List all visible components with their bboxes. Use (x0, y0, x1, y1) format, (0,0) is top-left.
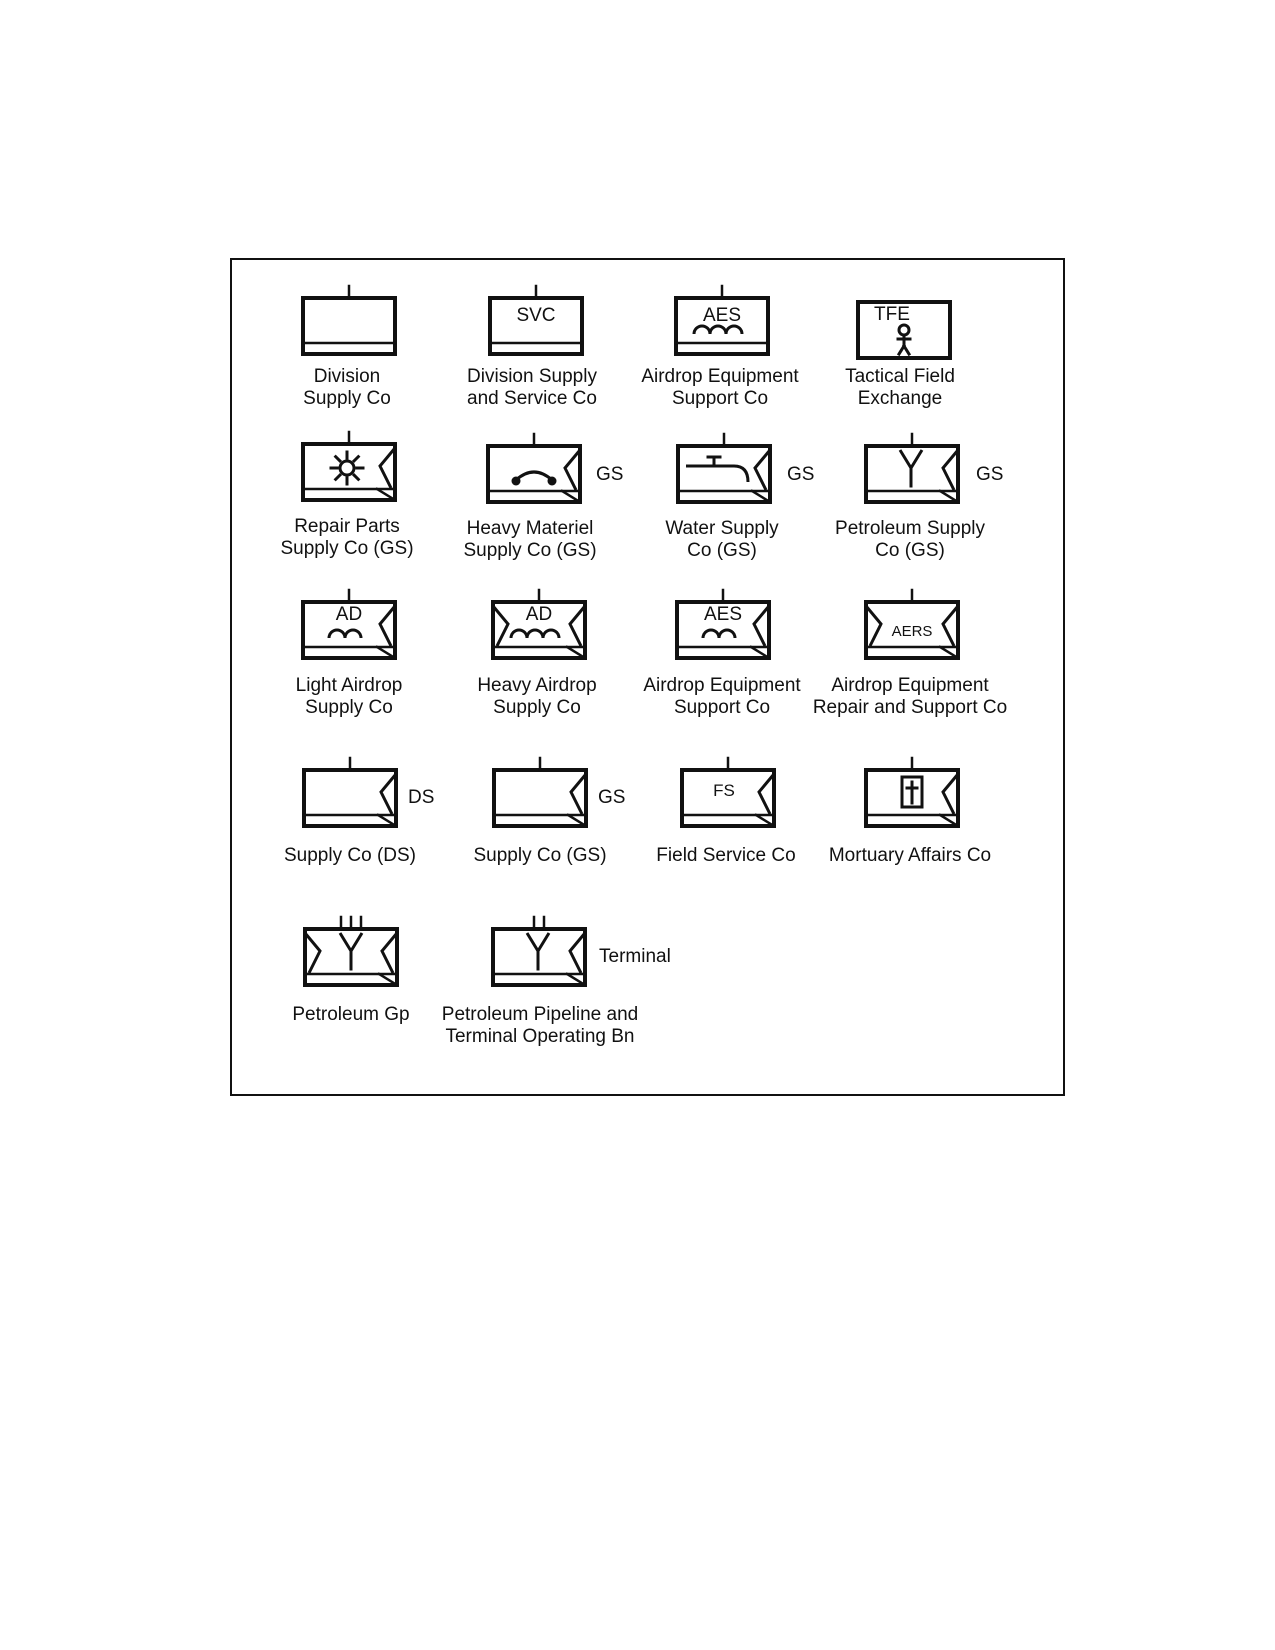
exchange-figure-icon (896, 323, 912, 357)
airdrop-equipment-support-co-2-symbol: AES (675, 588, 771, 660)
caption-line: Supply Co (GS) (463, 540, 597, 561)
symbol-caption: Supply Co (GS) (425, 845, 655, 867)
symbol-chart-frame (230, 258, 1065, 1096)
caption-line: Supply Co (305, 697, 393, 718)
water-supply-co-symbol (676, 432, 772, 504)
symbol-inner-text: AD (336, 604, 362, 625)
parachute-icon (701, 628, 737, 639)
unit-frame (491, 927, 587, 987)
caption-line: Heavy Airdrop (477, 675, 597, 696)
unit-frame (301, 296, 397, 356)
caption-line: Supply Co (303, 388, 391, 409)
repair-parts-supply-co-symbol (301, 430, 397, 502)
caption-line: Co (GS) (875, 540, 945, 561)
symbol-inner-text: SVC (516, 305, 555, 326)
symbol-inner-text: FS (713, 781, 735, 800)
caption-line: Water Supply (665, 518, 779, 539)
symbol-caption: Mortuary Affairs Co (795, 845, 1025, 867)
field-service-co-symbol: FS (680, 756, 776, 828)
parachute-icon (692, 324, 744, 335)
caption-line: Support Co (671, 388, 769, 409)
caption-line: Petroleum Pipeline and (441, 1004, 639, 1025)
symbol-inner-text: AERS (892, 623, 933, 640)
repair-parts-icon (329, 450, 365, 486)
caption-line: Airdrop Equipment (831, 675, 989, 696)
caption-line: Division Supply (467, 366, 597, 387)
petroleum-funnel-icon (898, 449, 924, 488)
symbol-caption: Field Service Co (611, 845, 841, 867)
petroleum-funnel-icon (338, 932, 364, 971)
caption-line: Exchange (857, 388, 943, 409)
caption-line: Petroleum Gp (292, 1004, 410, 1025)
caption-line: Field Service Co (656, 845, 796, 866)
water-faucet-icon (686, 455, 750, 483)
caption-line: Airdrop Equipment (643, 675, 801, 696)
petroleum-pipeline-terminal-bn-symbol (491, 915, 587, 987)
symbol-inner-text: AD (526, 604, 552, 625)
caption-line: Heavy Materiel (466, 518, 594, 539)
side-label: GS (976, 464, 1004, 485)
symbol-inner-text: TFE (874, 304, 910, 325)
side-label: Terminal (599, 946, 671, 967)
airdrop-equipment-support-co-1-symbol: AES (674, 284, 770, 356)
division-supply-service-co-symbol: SVC (488, 284, 584, 356)
caption-line: Supply Co (GS) (473, 845, 607, 866)
tactical-field-exchange-symbol: TFE (856, 300, 952, 360)
caption-line: Supply Co (GS) (280, 538, 414, 559)
airdrop-equipment-repair-support-co-symbol: AERS (864, 588, 960, 660)
parachute-icon (327, 628, 363, 639)
caption-line: Tactical Field (845, 366, 955, 387)
caption-line: Repair and Support Co (812, 697, 1008, 718)
caption-line: Petroleum Supply (835, 518, 985, 539)
caption-line: Division (313, 366, 381, 387)
caption-line: Repair Parts (294, 516, 400, 537)
caption-line: Terminal Operating Bn (445, 1026, 635, 1047)
symbol-caption: Petroleum Gp (236, 1004, 466, 1026)
parachute-icon (509, 628, 561, 639)
unit-frame (856, 300, 952, 360)
caption-line: Supply Co (DS) (284, 845, 416, 866)
caption-line: and Service Co (467, 388, 597, 409)
caption-line: Mortuary Affairs Co (828, 845, 992, 866)
side-label: DS (408, 787, 435, 808)
caption-line: Co (GS) (687, 540, 757, 561)
supply-co-ds-symbol (302, 756, 398, 828)
heavy-airdrop-supply-co-symbol: AD (491, 588, 587, 660)
symbol-inner-text: AES (704, 604, 742, 625)
heavy-materiel-icon (511, 470, 557, 486)
mortuary-cross-icon (900, 775, 924, 809)
light-airdrop-supply-co-symbol: AD (301, 588, 397, 660)
mortuary-affairs-co-symbol (864, 756, 960, 828)
petroleum-supply-co-symbol (864, 432, 960, 504)
symbol-inner-text: AES (703, 305, 741, 326)
side-label: GS (787, 464, 815, 485)
side-label: GS (596, 464, 624, 485)
caption-line: Light Airdrop (295, 675, 403, 696)
caption-line: Support Co (673, 697, 771, 718)
side-label: GS (598, 787, 626, 808)
symbol-caption: Supply Co (DS) (235, 845, 465, 867)
caption-line: Airdrop Equipment (641, 366, 799, 387)
petroleum-gp-symbol (303, 915, 399, 987)
petroleum-funnel-icon (525, 932, 551, 971)
division-supply-co-symbol (301, 284, 397, 356)
supply-co-gs-symbol (492, 756, 588, 828)
heavy-materiel-supply-co-symbol (486, 432, 582, 504)
caption-line: Supply Co (493, 697, 581, 718)
